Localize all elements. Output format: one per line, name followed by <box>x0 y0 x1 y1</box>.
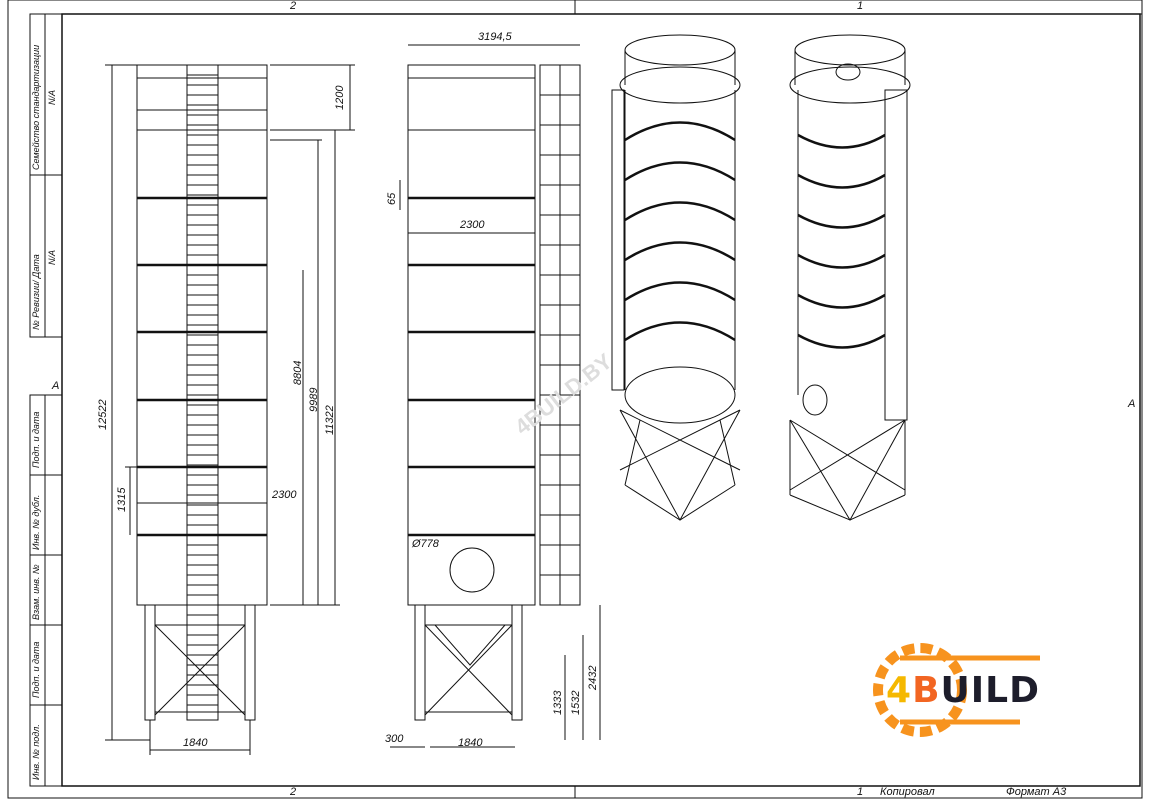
dim-1315: 1315 <box>116 487 128 512</box>
logo-text-b: B <box>912 670 941 711</box>
stamp-orig-inv: Инв. № подл. <box>31 724 41 780</box>
dim-1333: 1333 <box>552 690 564 715</box>
dim-hatch-778: Ø778 <box>412 538 439 550</box>
logo-text-uild: UILD <box>940 670 1040 711</box>
stamp-columns <box>29 13 63 787</box>
stamp-sign-date-1: Подп. и дата <box>31 411 41 468</box>
logo-text: 4BUILD <box>886 670 1040 711</box>
format-label: Формат А3 <box>1006 786 1067 798</box>
brand-logo: 4BUILD <box>866 640 1046 745</box>
dim-1200: 1200 <box>334 85 346 110</box>
dim-1532: 1532 <box>570 690 582 715</box>
stamp-dup-inv: Инв. № дубл. <box>31 494 41 550</box>
isometric-view-left <box>611 34 741 522</box>
dim-12522: 12522 <box>97 399 109 430</box>
dim-side-1840: 1840 <box>458 737 483 749</box>
zone-bottom-2: 2 <box>290 786 297 798</box>
zone-bottom-1: 1 <box>857 786 864 798</box>
dim-front-2300: 2300 <box>272 489 297 501</box>
dim-11322: 11322 <box>324 405 336 435</box>
zone-side-left: A <box>52 380 60 392</box>
zone-top-2: 2 <box>290 0 297 12</box>
stamp-family-label: Семейство стандартизации <box>31 44 41 170</box>
dim-9989: 9989 <box>308 387 320 412</box>
zone-side-right: A <box>1128 398 1136 410</box>
side-view <box>390 44 601 748</box>
logo-text-4: 4 <box>886 670 913 711</box>
dim-3194: 3194,5 <box>478 31 512 43</box>
front-view <box>105 64 355 755</box>
stamp-replace-inv: Взам. инв. № <box>31 564 41 620</box>
dim-65: 65 <box>386 192 398 205</box>
stamp-revision-value: N/A <box>47 249 57 265</box>
dim-2432: 2432 <box>587 665 599 690</box>
stamp-sign-date-2: Подп. и дата <box>31 641 41 698</box>
dim-front-1840: 1840 <box>183 737 208 749</box>
dim-side-2300: 2300 <box>460 219 485 231</box>
copied-label: Копировал <box>880 786 935 798</box>
dim-8804: 8804 <box>292 360 304 385</box>
logo-gear-icon <box>873 643 1040 737</box>
dim-300: 300 <box>385 733 404 745</box>
isometric-view-right <box>789 34 911 522</box>
stamp-revision-label: № Ревизии/ Дата <box>31 254 41 330</box>
zone-top-1: 1 <box>857 0 864 12</box>
stamp-family-value: N/A <box>47 89 57 105</box>
